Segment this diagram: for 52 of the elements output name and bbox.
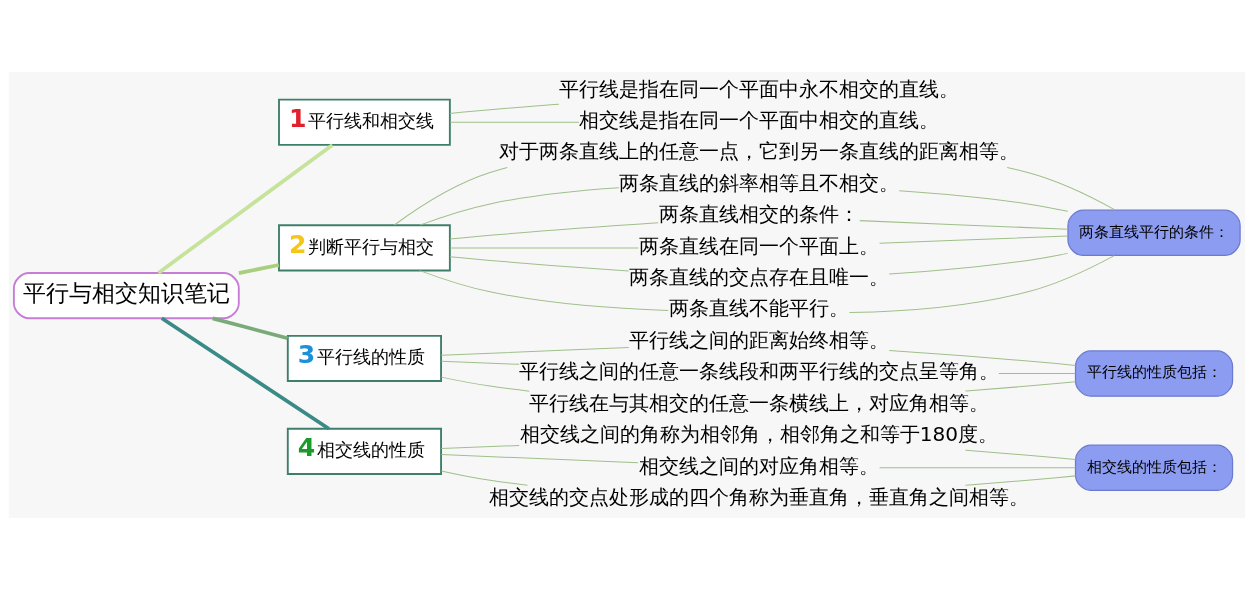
connector <box>898 190 1069 212</box>
connector <box>212 316 289 341</box>
connector <box>1006 167 1116 211</box>
node-box: 1平行线和相交线 <box>278 98 451 146</box>
connector <box>965 475 1076 486</box>
connector <box>879 235 1069 244</box>
connector <box>419 187 620 226</box>
connector <box>440 454 639 464</box>
connector <box>859 220 1069 230</box>
connector <box>848 255 1115 314</box>
node-box: 两条直线平行的条件： <box>1067 209 1241 257</box>
connector <box>157 143 334 275</box>
node-box: 3平行线的性质 <box>286 334 442 382</box>
node-text: 相交线的交点处形成的四个角称为垂直角，垂直角之间相等。 <box>488 484 1029 509</box>
connector <box>998 373 1076 375</box>
node-text: 两条直线的斜率相等且不相交。 <box>618 170 899 195</box>
connector <box>449 256 630 272</box>
connector <box>440 347 630 356</box>
node-text: 相交线之间的对应角相等。 <box>638 453 879 478</box>
node-text: 两条直线不能平行。 <box>668 296 849 321</box>
node-box: 平行与相交知识笔记 <box>12 272 240 320</box>
node-box: 相交线的性质包括： <box>1074 444 1234 491</box>
node-box: 4相交线的性质 <box>286 427 442 475</box>
node-text: 相交线之间的角称为相邻角，相邻角之和等于180度。 <box>519 422 999 447</box>
connector <box>449 103 560 114</box>
connector <box>965 381 1076 392</box>
connector <box>419 270 669 311</box>
connector <box>160 316 330 431</box>
connector <box>449 222 659 240</box>
connector <box>440 445 520 449</box>
node-box: 2 判断平行与相交 <box>278 224 451 272</box>
node-text: 相交线是指在同一个平面中相交的直线。 <box>578 108 939 133</box>
node-text: 平行线之间的距离始终相等。 <box>628 327 889 352</box>
node-text: 两条直线相交的条件： <box>658 202 859 227</box>
node-text: 平行线是指在同一个平面中永不相交的直线。 <box>558 76 959 101</box>
node-text: 平行线在与其相交的任意一条横线上，对应角相等。 <box>528 390 989 415</box>
node-text: 两条直线在同一个平面上。 <box>638 233 879 258</box>
connector <box>440 470 528 486</box>
connector <box>449 247 639 249</box>
connector <box>879 467 1076 469</box>
node-box: 平行线的性质包括： <box>1074 350 1234 397</box>
connector <box>888 252 1069 275</box>
connector <box>238 263 280 275</box>
node-text: 对于两条直线上的任意一点，它到另一条直线的距离相等。 <box>498 139 1019 164</box>
node-text: 平行线之间的任意一条线段和两平行线的交点呈等角。 <box>518 359 999 384</box>
connector <box>888 349 1076 366</box>
connector <box>449 121 580 123</box>
node-text: 两条直线的交点存在且唯一。 <box>628 265 889 290</box>
connector <box>440 360 520 365</box>
connector <box>440 376 530 392</box>
connector <box>965 449 1076 461</box>
connector <box>393 167 508 226</box>
